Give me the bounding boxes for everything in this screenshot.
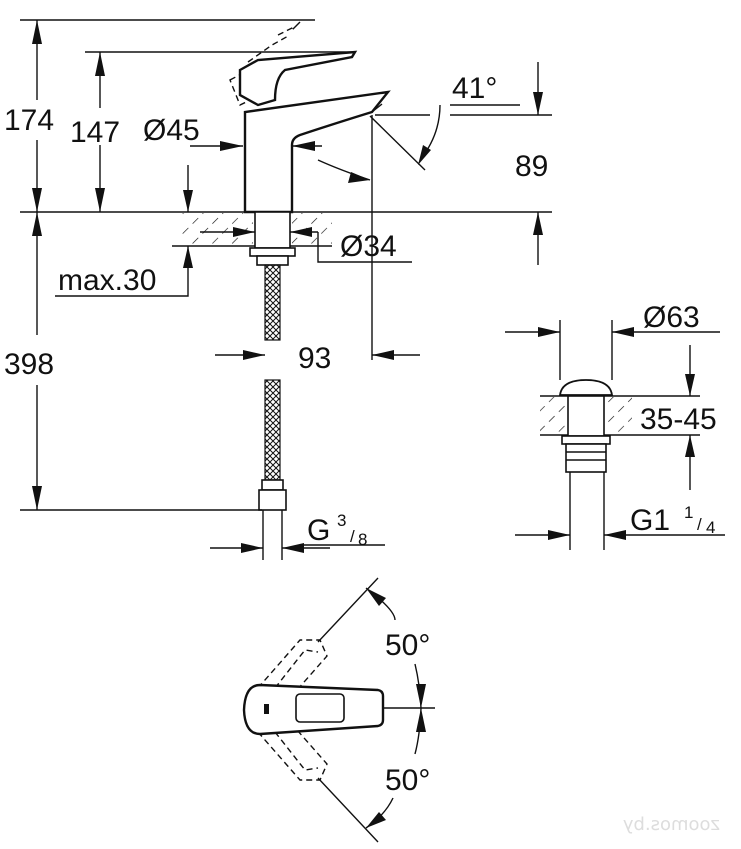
label-hose-thread-num: 3	[337, 511, 346, 530]
label-hose-thread-slash: /	[350, 527, 355, 546]
side-view: 174 147 Ø45 41° 89 Ø34 max.30 93 398 G 3…	[4, 19, 552, 560]
top-view: 50° 50°	[242, 577, 435, 843]
dimension-max-30	[55, 246, 193, 297]
supply-hose	[258, 264, 287, 560]
label-waste-thread-slash: /	[697, 515, 702, 534]
label-147: 147	[70, 116, 120, 149]
deck-section	[172, 211, 332, 266]
label-rotation-right: 50°	[385, 764, 430, 797]
dimension-174	[32, 20, 42, 212]
label-waste-thread-num: 1	[684, 503, 693, 522]
label-93: 93	[298, 342, 331, 375]
label-waste-thread: G1	[630, 504, 670, 537]
faucet-body	[238, 50, 391, 214]
watermark: zoomos.by	[622, 814, 720, 835]
label-hose-thread-den: 8	[358, 530, 367, 549]
dimension-diameter-45	[183, 141, 322, 212]
dimension-89	[533, 62, 543, 265]
dimension-147	[95, 52, 105, 212]
label-diameter-63: Ø63	[643, 301, 700, 334]
dimension-398	[20, 212, 262, 511]
label-max-30: max.30	[58, 264, 156, 297]
label-rotation-left: 50°	[385, 629, 430, 662]
label-174: 174	[4, 104, 54, 137]
label-spout-angle: 41°	[452, 72, 497, 105]
waste-cap	[558, 379, 614, 396]
label-89: 89	[515, 150, 548, 183]
waste-valve-view: Ø63 35-45 G1 1 / 4	[505, 301, 725, 550]
dimension-hose-thread	[210, 543, 385, 553]
dimension-93	[215, 350, 420, 360]
dimension-spout-angle	[317, 104, 552, 360]
label-waste-thread-den: 4	[706, 518, 715, 537]
label-diameter-45: Ø45	[143, 114, 200, 147]
label-hose-thread: G	[307, 514, 330, 547]
label-398: 398	[4, 348, 54, 381]
dimension-diameter-34	[200, 227, 412, 263]
label-diameter-34: Ø34	[340, 230, 397, 263]
label-35-45: 35-45	[640, 403, 717, 436]
